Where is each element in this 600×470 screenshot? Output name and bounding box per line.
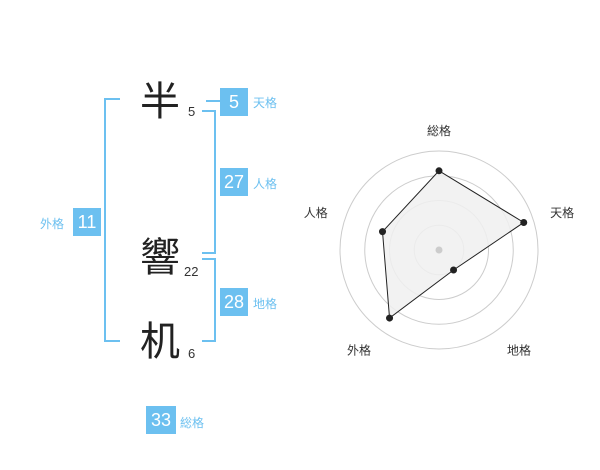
radar-axis-label-1: 天格 bbox=[550, 205, 574, 220]
chikaku-value: 28 bbox=[220, 288, 248, 316]
name-char-3: 机 bbox=[140, 319, 180, 365]
soukaku-label: 総格 bbox=[180, 416, 205, 430]
radar-axis-label-2: 地格 bbox=[507, 342, 531, 357]
name-char-1: 半 bbox=[140, 79, 180, 125]
gaikaku-bracket bbox=[104, 98, 120, 342]
chikaku-bracket bbox=[202, 258, 216, 342]
radar-point-1 bbox=[520, 218, 528, 226]
radar-point-2 bbox=[450, 266, 458, 274]
radar-point-3 bbox=[386, 314, 394, 322]
radar-data-polygon bbox=[381, 170, 525, 320]
soukaku-value: 33 bbox=[146, 406, 176, 434]
stroke-count-1: 5 bbox=[188, 104, 196, 119]
radar-axis-label-3: 外格 bbox=[347, 342, 371, 357]
gaikaku-value: 11 bbox=[73, 208, 101, 236]
gaikaku-label: 外格 bbox=[40, 217, 65, 231]
name-char-2: 響 bbox=[140, 235, 180, 281]
radar-axis-label-4: 人格 bbox=[304, 205, 328, 220]
radar-point-4 bbox=[379, 228, 387, 236]
jinkaku-value: 27 bbox=[220, 168, 248, 196]
chikaku-label: 地格 bbox=[253, 297, 278, 311]
radar-axis-label-0: 総格 bbox=[427, 123, 451, 138]
radar-center-dot bbox=[435, 246, 443, 254]
jinkaku-bracket bbox=[202, 110, 216, 254]
jinkaku-label: 人格 bbox=[253, 177, 278, 191]
tenkaku-value: 5 bbox=[220, 88, 248, 116]
radar-grid-ring-4 bbox=[339, 150, 539, 350]
tenkaku-label: 天格 bbox=[253, 96, 278, 110]
radar-point-0 bbox=[435, 167, 443, 175]
stroke-count-3: 6 bbox=[188, 346, 196, 361]
stroke-count-2: 22 bbox=[184, 264, 199, 279]
tenkaku-tick bbox=[206, 100, 220, 102]
